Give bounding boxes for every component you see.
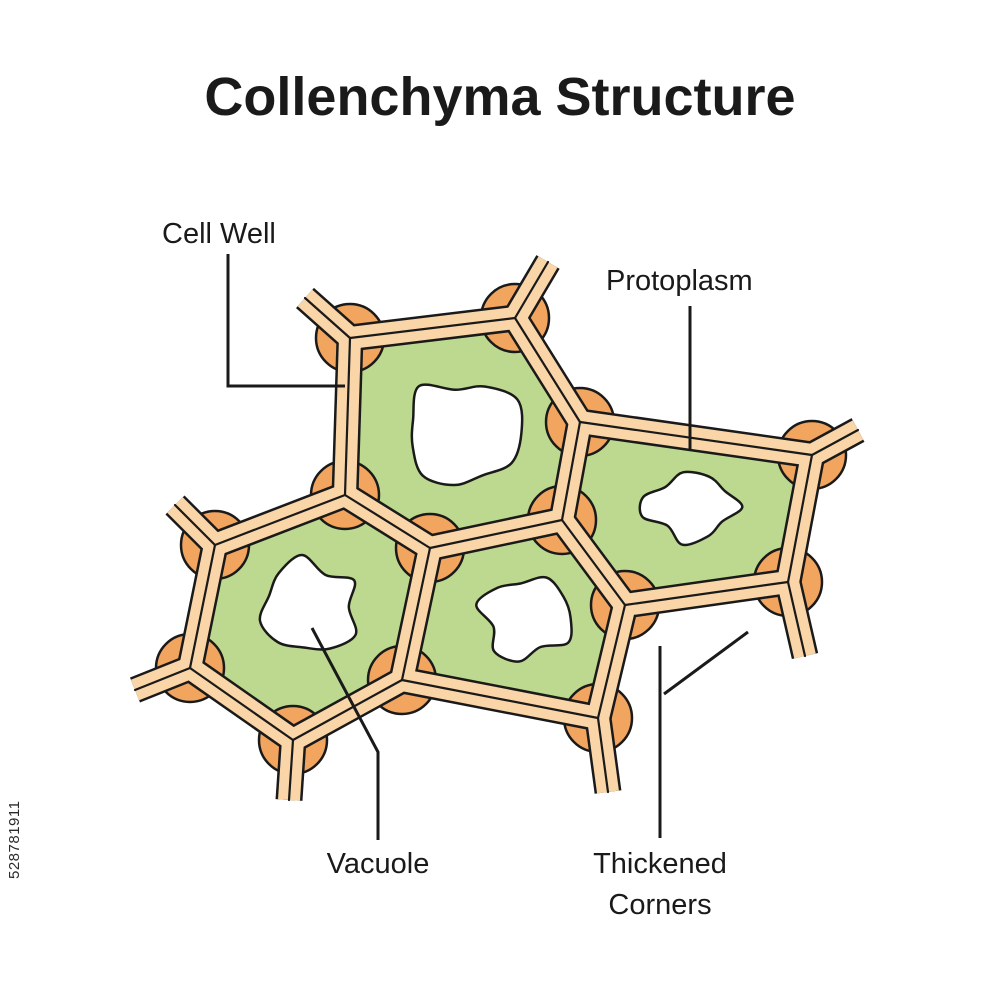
upper-left-cell-vacuole xyxy=(410,383,524,487)
middle-lamella xyxy=(188,666,295,742)
watermark-id: 528781911 xyxy=(6,800,23,880)
diagram-title: Collenchyma Structure xyxy=(204,67,795,127)
middle-lamella xyxy=(428,518,564,550)
middle-lamella xyxy=(400,546,432,682)
middle-lamella xyxy=(786,453,814,584)
middle-lamella xyxy=(596,716,610,794)
middle-lamella xyxy=(560,420,582,522)
vacuole-label: Vacuole xyxy=(327,848,430,880)
middle-lamella xyxy=(786,580,807,658)
lower-left-cell-vacuole xyxy=(258,553,358,651)
thickened-corners-label-line1: Thickened xyxy=(593,848,727,880)
middle-lamella xyxy=(343,493,432,550)
middle-lamella xyxy=(596,603,627,720)
lower-middle-cell-vacuole xyxy=(475,575,573,663)
middle-lamella xyxy=(623,580,790,607)
cell-wall-leader-line xyxy=(226,254,345,388)
right-cell-vacuole xyxy=(638,470,744,547)
middle-lamella xyxy=(513,316,582,424)
middle-lamella xyxy=(303,296,352,340)
middle-lamella xyxy=(578,420,814,457)
middle-lamella xyxy=(291,678,404,742)
thickened-corners-label-line2: Corners xyxy=(608,889,711,921)
vacuole-leader-line xyxy=(310,627,380,840)
middle-lamella xyxy=(810,428,860,457)
middle-lamella xyxy=(213,493,347,547)
middle-lamella xyxy=(287,738,295,802)
middle-lamella xyxy=(173,503,217,547)
middle-lamella xyxy=(513,260,550,320)
middle-lamella xyxy=(133,666,192,692)
middle-lamella xyxy=(560,518,627,607)
middle-lamella xyxy=(188,543,217,670)
protoplasm-label: Protoplasm xyxy=(606,265,753,297)
middle-lamella xyxy=(400,678,600,720)
middle-lamella xyxy=(343,336,352,497)
middle-lamella xyxy=(348,316,517,340)
thickened-corners-leader-branch xyxy=(663,630,749,696)
cell-wall-label: Cell Well xyxy=(162,218,276,250)
cell-tissue xyxy=(129,255,865,802)
